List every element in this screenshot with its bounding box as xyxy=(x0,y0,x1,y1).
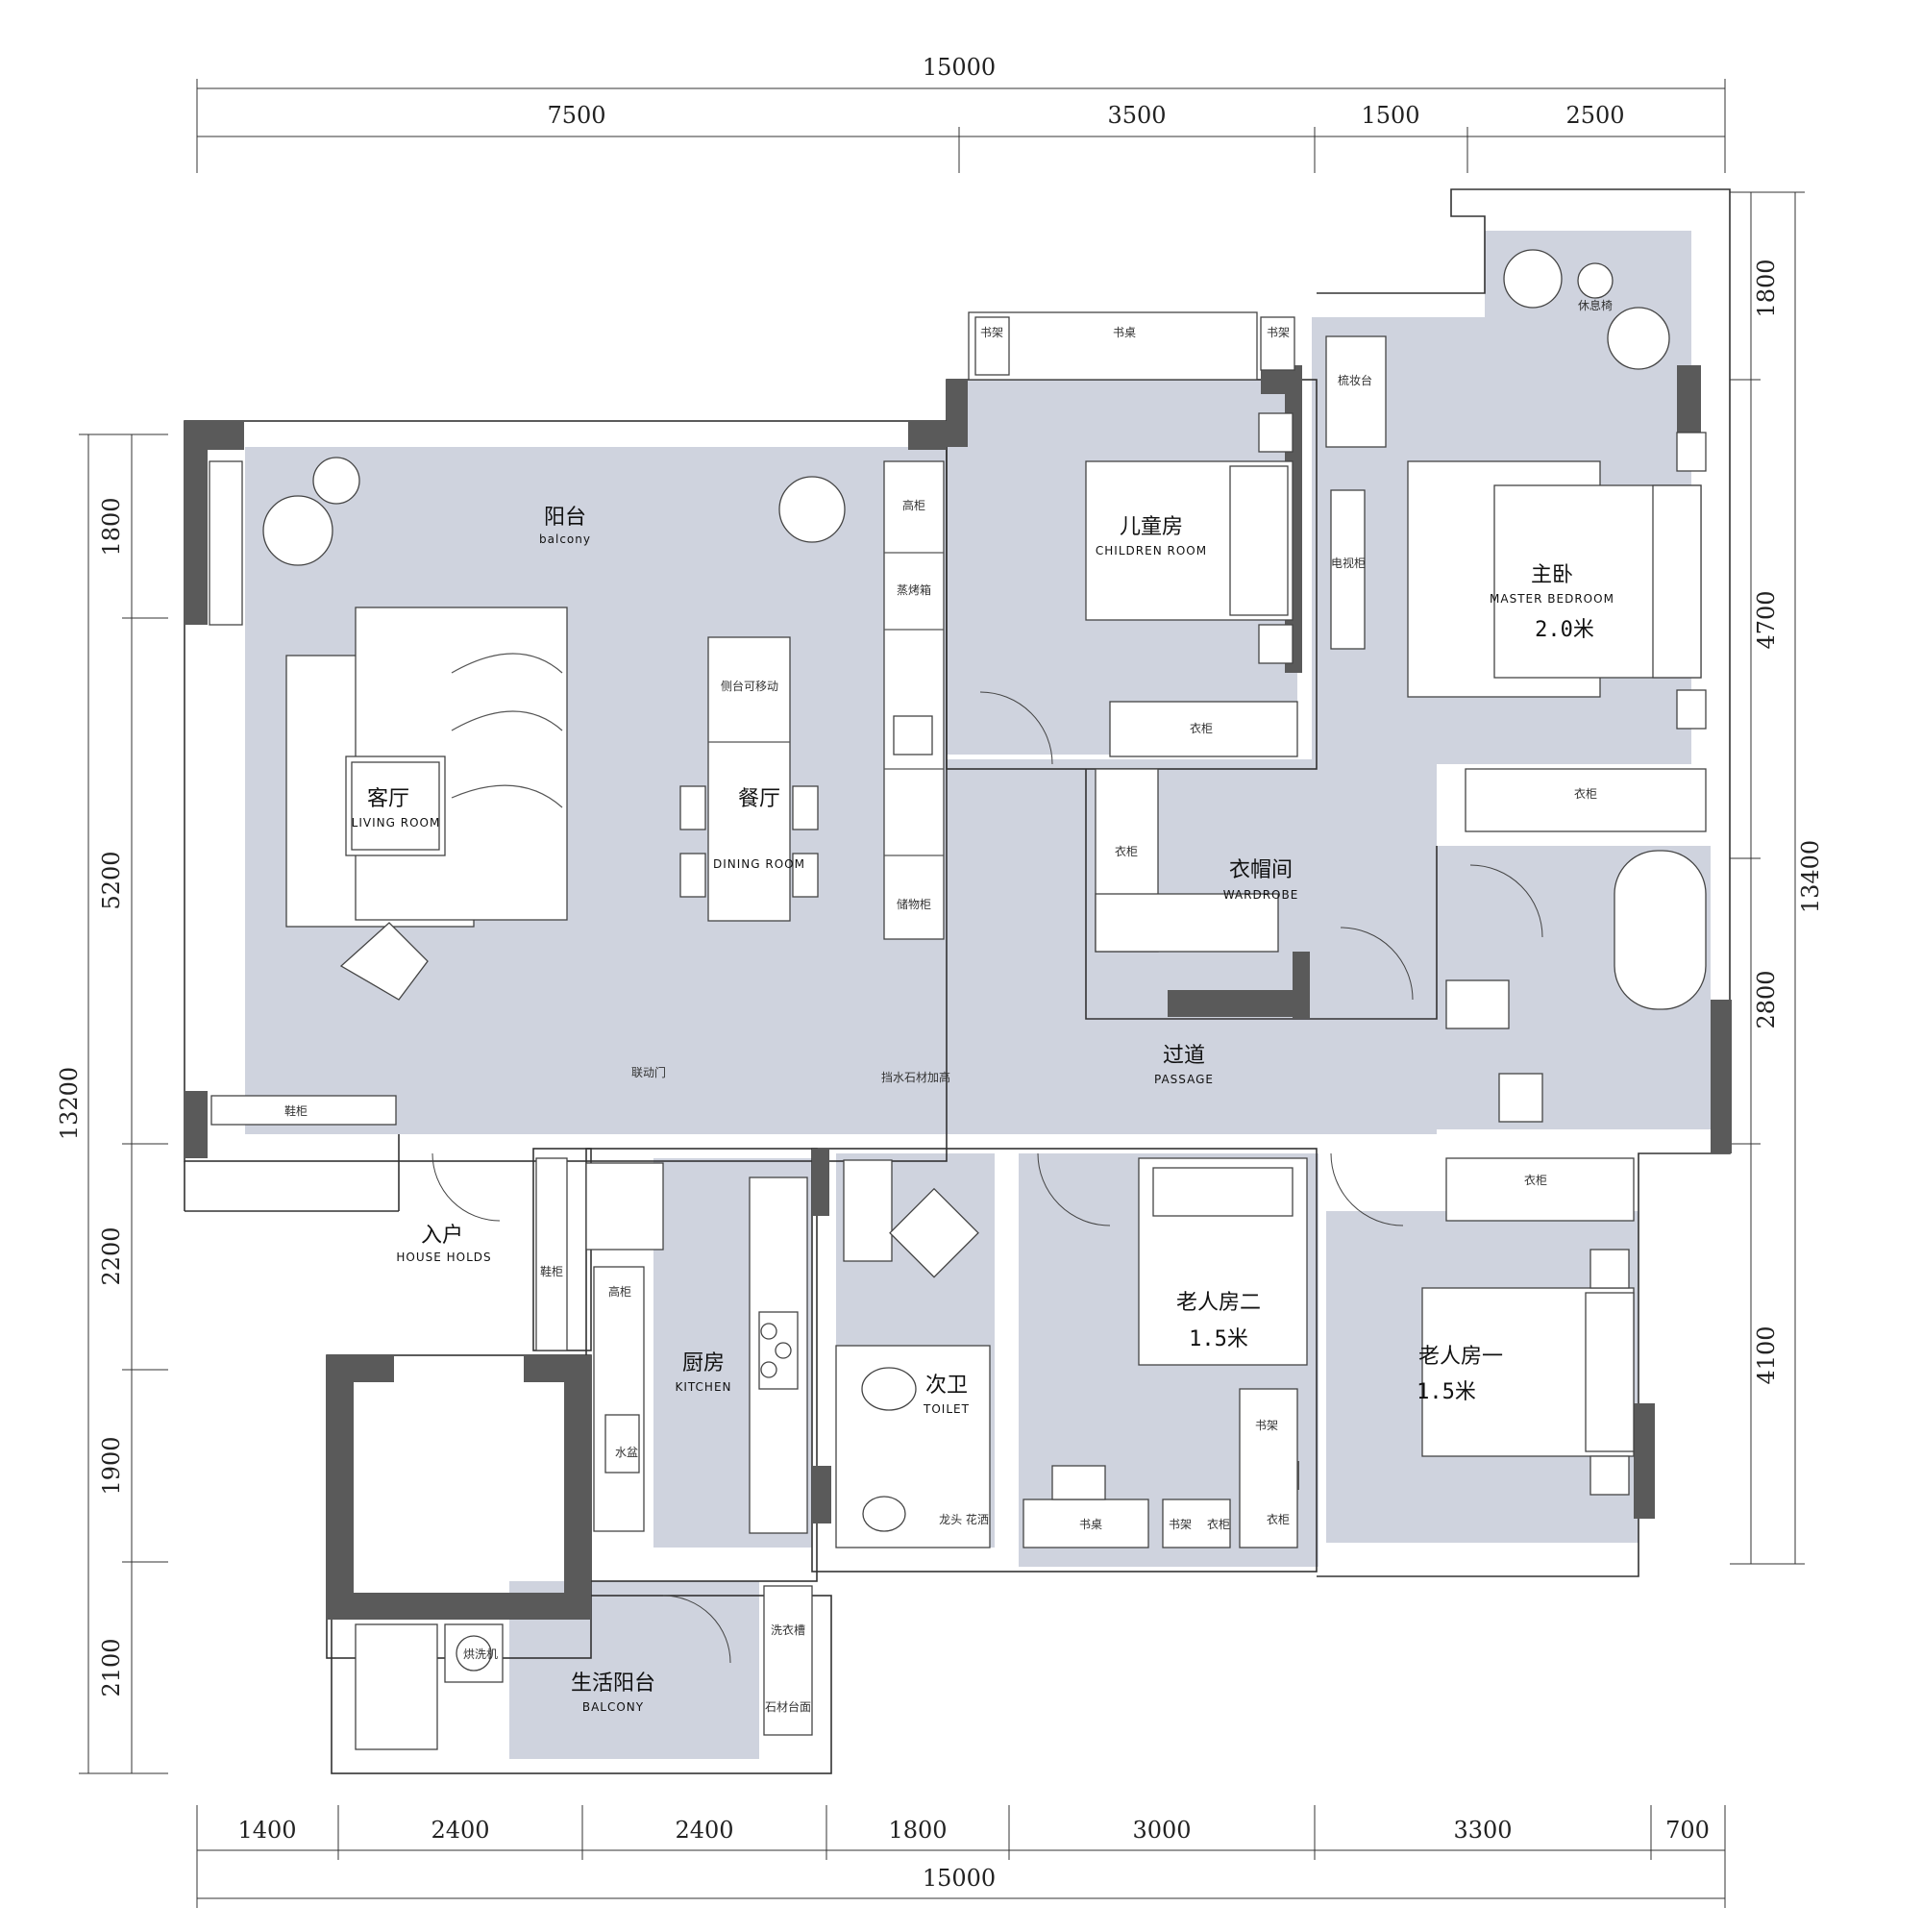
furniture xyxy=(209,249,1707,1750)
top-dimensions: 15000 7500 3500 1500 2500 xyxy=(196,54,1726,173)
dim-bottom-5: 3000 xyxy=(1132,1817,1191,1844)
label-closet-4: 衣柜 xyxy=(1524,1173,1547,1187)
bottom-dimensions: 1400 2400 2400 1800 3000 3300 700 15000 xyxy=(196,1805,1726,1908)
label-closet-1: 衣柜 xyxy=(1190,721,1213,735)
label-tall-cabinet-1: 高柜 xyxy=(902,498,925,512)
dim-right-total: 13400 xyxy=(1797,840,1824,913)
label-linked-door: 联动门 xyxy=(631,1065,666,1079)
label-children-en: CHILDREN ROOM xyxy=(1096,544,1207,557)
label-entry-en: HOUSE HOLDS xyxy=(396,1251,491,1264)
label-elder1-size: 1.5米 xyxy=(1417,1380,1476,1404)
dim-bottom-7: 700 xyxy=(1665,1817,1710,1844)
label-elder2-cn: 老人房二 xyxy=(1176,1291,1261,1315)
label-closet-6: 衣柜 xyxy=(1267,1512,1290,1526)
label-wardrobe-en: WARDROBE xyxy=(1223,888,1299,902)
label-vanity: 梳妆台 xyxy=(1338,373,1372,387)
label-closet-2: 衣柜 xyxy=(1574,786,1597,801)
label-dining-cn: 餐厅 xyxy=(738,787,780,811)
dim-left-4: 1900 xyxy=(98,1436,125,1495)
dim-left-total: 13200 xyxy=(56,1067,83,1140)
wall-blocks xyxy=(185,365,1732,1620)
dim-top-3: 1500 xyxy=(1361,102,1419,129)
label-shoe-cabinet-2: 鞋柜 xyxy=(540,1264,563,1278)
dim-bottom-total: 15000 xyxy=(923,1865,996,1892)
label-island: 侧台可移动 xyxy=(721,679,778,693)
door-swings xyxy=(431,691,1543,1664)
label-passage-en: PASSAGE xyxy=(1154,1073,1214,1086)
dim-left-3: 2200 xyxy=(98,1226,125,1285)
label-bookshelf-1: 书架 xyxy=(980,326,1003,339)
label-washer: 烘洗机 xyxy=(463,1647,498,1661)
label-shoe-cabinet-1: 鞋柜 xyxy=(284,1103,308,1118)
label-kitchen-cn: 厨房 xyxy=(682,1351,725,1375)
label-toilet-en: TOILET xyxy=(923,1402,970,1416)
label-wardrobe-cn: 衣帽间 xyxy=(1229,858,1293,882)
label-balcony-cn: 阳台 xyxy=(544,506,586,530)
label-kitchen-en: KITCHEN xyxy=(676,1380,732,1394)
dim-top-2: 3500 xyxy=(1107,102,1166,129)
label-dining-en: DINING ROOM xyxy=(713,857,805,871)
dim-bottom-6: 3300 xyxy=(1453,1817,1512,1844)
label-oven: 蒸烤箱 xyxy=(897,582,931,597)
dim-right-4: 4100 xyxy=(1753,1325,1780,1384)
left-dimensions: 1800 5200 2200 1900 2100 13200 xyxy=(56,433,168,1774)
label-shower: 龙头 花洒 xyxy=(939,1512,989,1526)
label-entry-cn: 入户 xyxy=(421,1224,463,1248)
label-master-en: MASTER BEDROOM xyxy=(1490,592,1614,606)
label-stone-counter: 石材台面 xyxy=(765,1699,811,1714)
dim-right-3: 2800 xyxy=(1753,970,1780,1028)
label-bookshelf-4: 书架 xyxy=(1169,1518,1192,1531)
dim-right-2: 4700 xyxy=(1753,590,1780,649)
label-elder2-size: 1.5米 xyxy=(1189,1327,1248,1351)
dim-bottom-2: 2400 xyxy=(431,1817,489,1844)
dim-bottom-3: 2400 xyxy=(675,1817,733,1844)
label-living-cn: 客厅 xyxy=(367,787,409,811)
label-desk-1: 书桌 xyxy=(1113,326,1136,339)
label-elder1-cn: 老人房一 xyxy=(1418,1345,1503,1369)
dim-top-total: 15000 xyxy=(923,54,996,81)
label-tv-cabinet: 电视柜 xyxy=(1331,556,1366,570)
label-living-en: LIVING ROOM xyxy=(352,816,441,830)
dim-left-1: 1800 xyxy=(98,497,125,556)
label-children-cn: 儿童房 xyxy=(1120,515,1183,539)
label-service-balcony-cn: 生活阳台 xyxy=(571,1672,655,1696)
label-tall-cabinet-2: 高柜 xyxy=(608,1284,631,1299)
furniture-labels: 书架 书桌 书架 梳妆台 休息椅 高柜 蒸烤箱 侧台可移动 储物柜 电视柜 衣柜… xyxy=(284,298,1613,1714)
label-closet-5: 衣柜 xyxy=(1207,1517,1230,1531)
label-bookshelf-3: 书架 xyxy=(1255,1419,1278,1432)
dim-bottom-4: 1800 xyxy=(888,1817,947,1844)
label-closet-3: 衣柜 xyxy=(1115,844,1138,858)
right-dimensions: 1800 4700 2800 4100 13400 xyxy=(1730,191,1824,1565)
label-lounge-chair: 休息椅 xyxy=(1578,298,1613,312)
label-master-size: 2.0米 xyxy=(1535,618,1594,642)
dim-left-5: 2100 xyxy=(98,1638,125,1697)
room-labels: 阳台 balcony 客厅 LIVING ROOM 餐厅 DINING ROOM… xyxy=(352,506,1614,1714)
dim-right-1: 1800 xyxy=(1753,259,1780,317)
label-master-cn: 主卧 xyxy=(1531,563,1573,587)
label-bookshelf-2: 书架 xyxy=(1267,326,1290,339)
label-sink: 水盆 xyxy=(615,1446,638,1459)
dim-top-1: 7500 xyxy=(547,102,605,129)
label-toilet-cn: 次卫 xyxy=(925,1374,968,1398)
label-balcony-en: balcony xyxy=(539,533,591,546)
label-desk-2: 书桌 xyxy=(1079,1518,1102,1531)
dim-bottom-1: 1400 xyxy=(237,1817,296,1844)
label-storage: 储物柜 xyxy=(897,897,931,911)
label-service-balcony-en: BALCONY xyxy=(582,1700,644,1714)
label-passage-cn: 过道 xyxy=(1163,1044,1205,1068)
label-laundry-sink: 洗衣槽 xyxy=(771,1622,805,1637)
label-water-stop: 挡水石材加高 xyxy=(881,1070,950,1084)
dim-left-2: 5200 xyxy=(98,851,125,909)
dim-top-4: 2500 xyxy=(1565,102,1624,129)
